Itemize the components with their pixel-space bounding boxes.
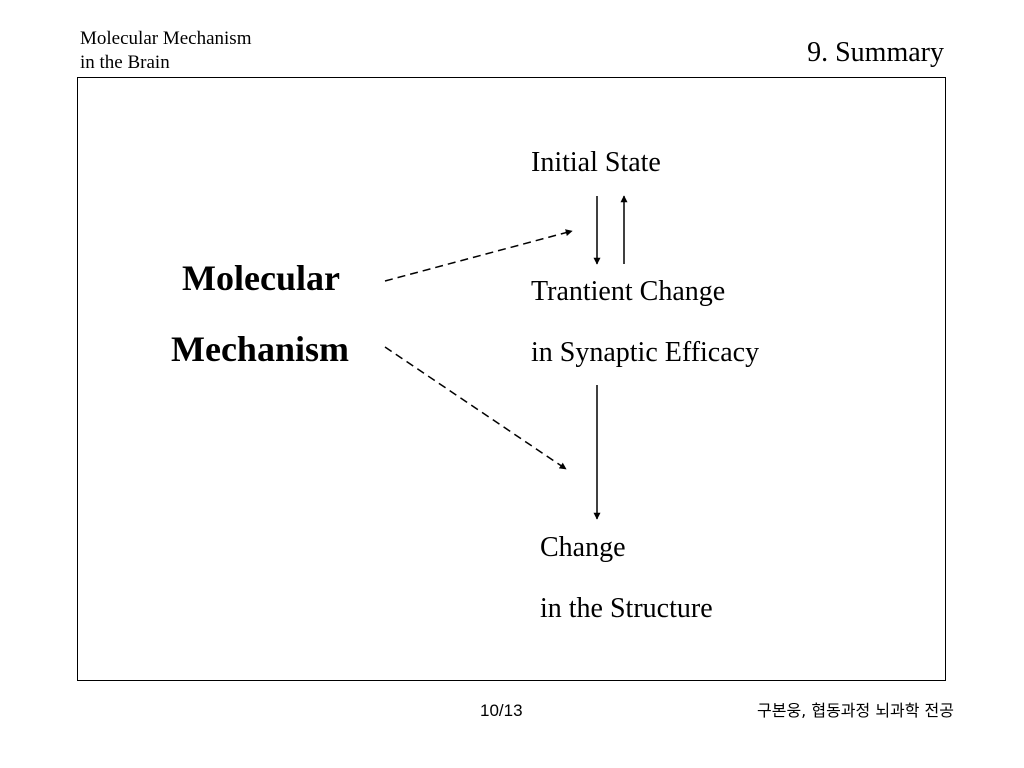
transient-change-label: Trantient Change: [531, 276, 726, 307]
initial-state-label: Initial State: [531, 147, 661, 178]
change-label: Change: [540, 532, 626, 563]
mechanism-label: Mechanism: [171, 329, 349, 369]
structure-label: in the Structure: [540, 593, 713, 624]
molecular-label: Molecular: [182, 258, 340, 298]
dashed-arrow-mechanism-to-transition: [384, 229, 573, 282]
author-credit: 구본웅, 협동과정 뇌과학 전공: [757, 701, 954, 720]
page-number: 10/13: [480, 701, 523, 720]
synaptic-efficacy-label: in Synaptic Efficacy: [531, 337, 760, 368]
content-frame: [77, 77, 946, 681]
dashed-arrow-mechanism-to-structure: [384, 346, 567, 470]
course-title: Molecular Mechanism in the Brain: [80, 27, 251, 75]
slide-title: 9. Summary: [807, 37, 944, 68]
course-title-line2: in the Brain: [80, 52, 170, 73]
course-title-line1: Molecular Mechanism: [80, 28, 252, 49]
